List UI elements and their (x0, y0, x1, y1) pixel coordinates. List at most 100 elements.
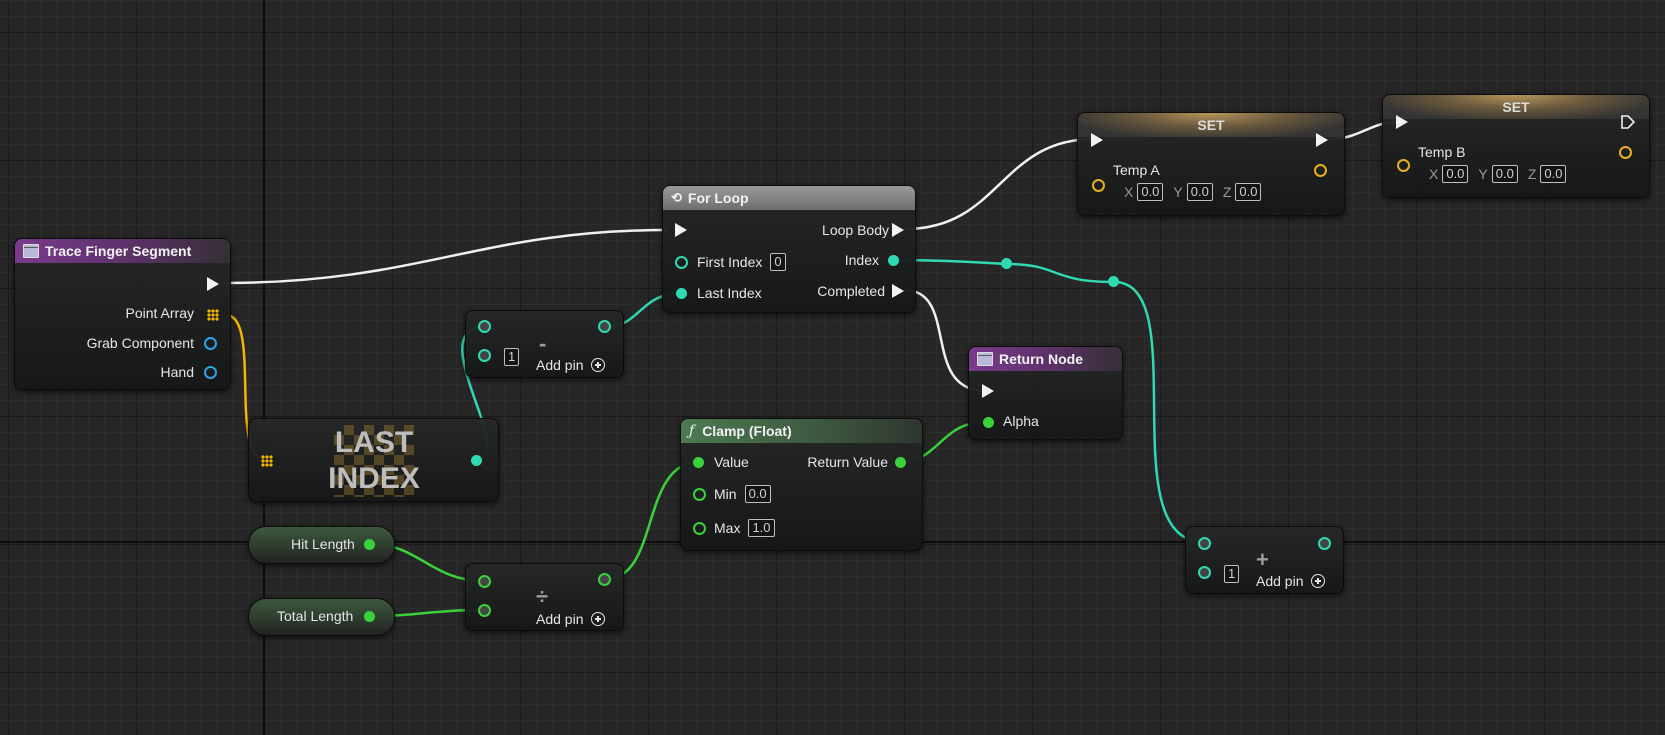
loop-macro-icon: ⟲ (671, 190, 682, 205)
index-out-pin[interactable] (888, 255, 899, 266)
x-field[interactable]: 0.0 (1442, 165, 1469, 183)
loop-body-exec-pin[interactable] (892, 223, 904, 237)
last-index-node[interactable]: LAST INDEX (248, 418, 499, 502)
wire-reroute-knot[interactable] (1001, 258, 1012, 269)
function-icon (23, 244, 39, 258)
pin-label: Grab Component (86, 335, 194, 351)
exec-out-pin[interactable] (207, 277, 219, 291)
set-temp-b-node[interactable]: SET Temp B X 0.0 Y 0.0 Z 0.0 (1382, 94, 1650, 198)
object-pin-icon[interactable] (204, 366, 217, 379)
exec-in-pin[interactable] (1091, 133, 1103, 147)
int-input-pin-a[interactable] (1198, 537, 1211, 550)
set-temp-a-node[interactable]: SET Temp A X 0.0 Y 0.0 Z 0.0 (1077, 112, 1345, 216)
exec-in-pin[interactable] (675, 223, 687, 237)
add-pin-button[interactable]: Add pin (1256, 573, 1326, 589)
alpha-input-pin[interactable] (983, 417, 994, 428)
float-output-pin[interactable] (364, 611, 375, 622)
float-input-pin-a[interactable] (478, 575, 491, 588)
completed-pin-row: Completed (817, 283, 885, 299)
first-index-value[interactable]: 0 (770, 253, 786, 271)
int-wire-index-to-add (891, 258, 1205, 544)
z-label: Z (1222, 184, 1232, 200)
z-field[interactable]: 0.0 (1540, 165, 1567, 183)
first-index-pin-row: First Index 0 (697, 253, 786, 271)
object-pin-icon[interactable] (204, 337, 217, 350)
value-input-pin[interactable] (693, 457, 704, 468)
int-input-pin-b[interactable] (478, 349, 491, 362)
int-input-pin-b[interactable] (1198, 566, 1211, 579)
completed-exec-pin[interactable] (892, 284, 904, 298)
exec-in-pin[interactable] (1396, 115, 1408, 129)
int-output-pin[interactable] (1318, 537, 1331, 550)
node-title: SET (1502, 99, 1530, 115)
max-input-pin[interactable] (693, 522, 706, 535)
exec-wire-trace-to-forloop (223, 228, 669, 285)
y-field[interactable]: 0.0 (1491, 165, 1518, 183)
int-output-pin[interactable] (471, 455, 482, 466)
max-value-field[interactable]: 1.0 (748, 519, 775, 537)
vector-input-pin[interactable] (1397, 159, 1410, 172)
wire-reroute-knot[interactable] (1108, 276, 1119, 287)
node-header[interactable]: SET (1078, 113, 1344, 137)
y-label: Y (1173, 184, 1183, 200)
exec-wire-completed-to-return (903, 288, 987, 393)
add-pin-button[interactable]: Add pin (536, 611, 606, 627)
node-header[interactable]: ƒ Clamp (Float) (681, 419, 922, 443)
exec-out-pin-unconnected[interactable] (1621, 115, 1635, 129)
return-value-pin-row: Return Value (807, 454, 888, 470)
min-value-field[interactable]: 0.0 (744, 485, 771, 503)
hit-length-label-row: Hit Length (291, 536, 355, 552)
first-index-pin[interactable] (675, 256, 688, 269)
subtract-node[interactable]: 1 - Add pin (465, 310, 624, 378)
array-pin-icon[interactable] (207, 309, 219, 321)
node-header[interactable]: ⟲ For Loop (663, 186, 915, 210)
add-pin-icon (591, 612, 606, 626)
add-pin-button[interactable]: Add pin (536, 357, 606, 373)
node-header[interactable]: Return Node (969, 347, 1122, 371)
pin-label: First Index (697, 254, 763, 270)
add-node[interactable]: 1 + Add pin (1185, 526, 1344, 594)
divide-node[interactable]: ÷ Add pin (465, 563, 624, 631)
total-length-label-row: Total Length (277, 608, 353, 624)
float-output-pin[interactable] (364, 539, 375, 550)
exec-in-pin[interactable] (982, 384, 994, 398)
z-field[interactable]: 0.0 (1235, 183, 1262, 201)
float-output-pin[interactable] (598, 573, 611, 586)
vector-output-pin[interactable] (1619, 146, 1632, 159)
for-loop-node[interactable]: ⟲ For Loop Loop Body First Index 0 Index… (662, 185, 916, 313)
pin-label: Max (714, 520, 741, 536)
node-title: SET (1197, 117, 1225, 133)
x-field[interactable]: 0.0 (1137, 183, 1164, 201)
int-output-pin[interactable] (598, 320, 611, 333)
hit-length-variable-node[interactable]: Hit Length (248, 526, 395, 564)
add-pin-icon (591, 358, 606, 372)
vector-fields: X 0.0 Y 0.0 Z 0.0 (1429, 165, 1567, 183)
trace-finger-segment-node[interactable]: Trace Finger Segment Point Array Grab Co… (14, 238, 231, 390)
node-title: Return Node (999, 351, 1083, 367)
y-field[interactable]: 0.0 (1186, 183, 1213, 201)
total-length-variable-node[interactable]: Total Length (248, 598, 395, 636)
pin-label: Min (714, 486, 737, 502)
vector-output-pin[interactable] (1314, 164, 1327, 177)
last-index-pin[interactable] (676, 288, 687, 299)
return-node[interactable]: Return Node Alpha (968, 346, 1123, 440)
float-input-pin-b[interactable] (478, 604, 491, 617)
const-input-value[interactable]: 1 (504, 348, 520, 366)
const-input-value[interactable]: 1 (1224, 565, 1240, 583)
z-label: Z (1527, 166, 1537, 182)
variable-name: Temp A (1113, 162, 1160, 178)
point-array-pin-row: Point Array (126, 305, 194, 321)
node-title: For Loop (687, 190, 749, 206)
pin-label: Hand (160, 364, 194, 380)
int-input-pin-a[interactable] (478, 320, 491, 333)
vector-input-pin[interactable] (1092, 179, 1105, 192)
clamp-float-node[interactable]: ƒ Clamp (Float) Value Return Value Min 0… (680, 418, 923, 551)
node-header[interactable]: SET (1383, 95, 1649, 119)
array-pin-icon[interactable] (261, 455, 273, 467)
grab-component-pin-row: Grab Component (87, 335, 194, 351)
exec-out-pin[interactable] (1316, 133, 1328, 147)
node-header[interactable]: Trace Finger Segment (15, 239, 230, 263)
return-value-output-pin[interactable] (895, 457, 906, 468)
min-input-pin[interactable] (693, 488, 706, 501)
